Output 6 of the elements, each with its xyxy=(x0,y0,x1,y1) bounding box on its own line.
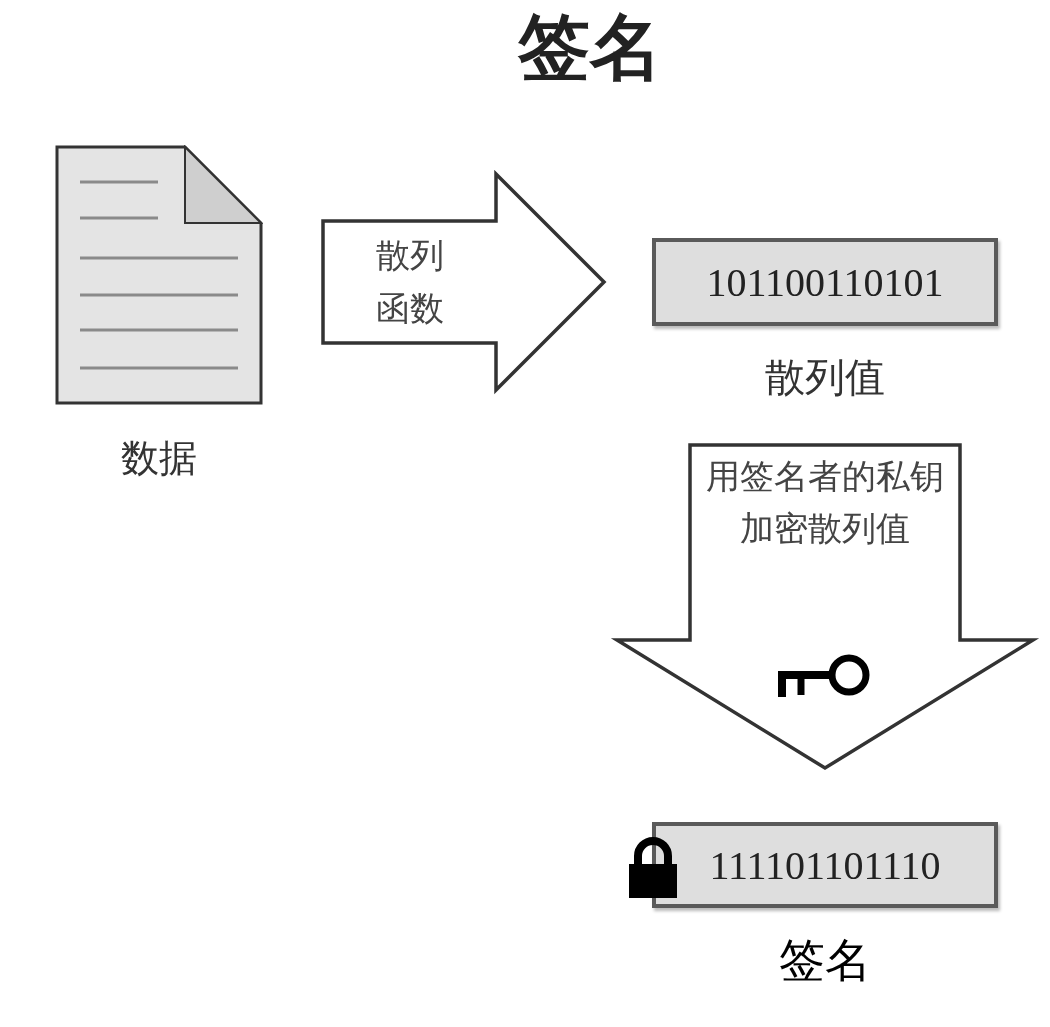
title: 签名 xyxy=(517,3,663,91)
box-caption: 散列值 xyxy=(764,353,886,402)
box-caption: 签名 xyxy=(778,932,872,989)
value-box: 101100110101 xyxy=(652,238,998,326)
document-label: 数据 xyxy=(120,435,198,482)
value-box: 111101101110 xyxy=(652,822,998,908)
